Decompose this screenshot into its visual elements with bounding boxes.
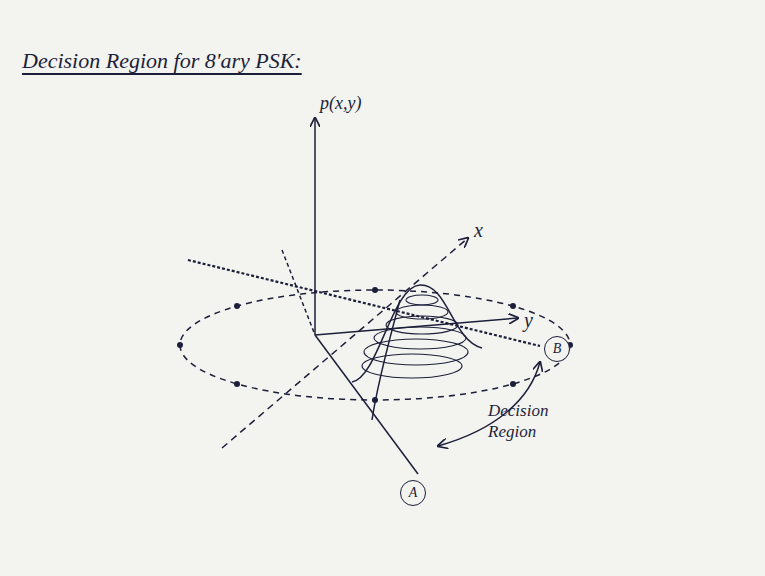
node-letter: B <box>553 342 562 356</box>
boundary-line <box>282 250 315 335</box>
constellation-points <box>177 287 573 403</box>
x-axis <box>222 238 468 448</box>
circled-letter: A <box>400 480 426 506</box>
p-axis <box>314 118 316 335</box>
axis-label: p(x,y) <box>320 92 361 115</box>
axis-label: y <box>524 308 533 333</box>
boundary-line <box>188 260 540 346</box>
node-letter: A <box>409 486 418 500</box>
gaussian-pdf <box>352 285 482 382</box>
region-label: Decision Region <box>488 400 568 443</box>
pdf-contours <box>362 295 468 378</box>
circled-letter: B <box>544 336 570 362</box>
slide-title: Decision Region for 8'ary PSK: <box>22 48 302 74</box>
axis-label: x <box>474 218 483 243</box>
